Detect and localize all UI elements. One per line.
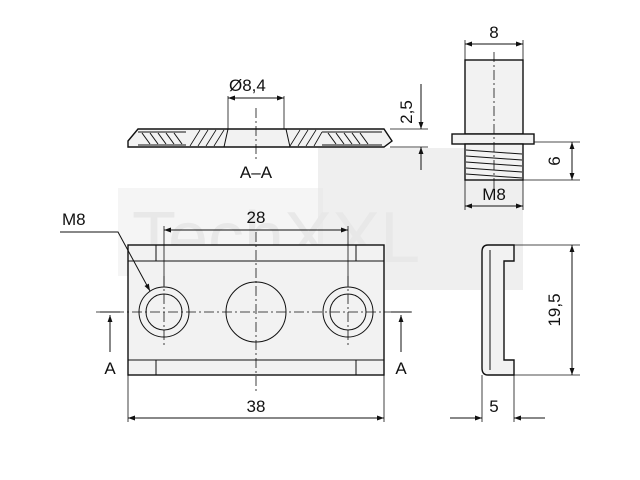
side-depth-label: 5 [489, 397, 498, 416]
thickness-label: 2,5 [397, 100, 416, 124]
section-right-pocket [322, 131, 382, 146]
cut-right-label: A [395, 359, 407, 378]
section-label: A–A [240, 163, 273, 182]
plate-corner-tl [127, 244, 157, 262]
section-left-thread [141, 132, 183, 145]
section-hatching [189, 129, 323, 147]
nut-width-label: 8 [489, 23, 498, 42]
nut-flange [451, 133, 535, 145]
section-body [127, 128, 393, 148]
hole-spacing-label: 28 [247, 208, 266, 227]
side-height-label: 19,5 [545, 293, 564, 326]
plate-corner-br [355, 359, 385, 376]
thread-front-label: M8 [62, 210, 86, 229]
section-left-pocket [138, 131, 186, 146]
overall-length-label: 38 [247, 397, 266, 416]
front-view: 28 M8 38 A A [60, 208, 414, 422]
thread-side-label: M8 [482, 185, 506, 204]
plate-corner-bl [127, 359, 157, 376]
hole-diameter-label: Ø8,4 [229, 76, 266, 95]
section-center-hole [223, 128, 291, 148]
cut-left-label: A [104, 359, 116, 378]
plate-corner-tr [355, 244, 385, 262]
section-right-thread [327, 132, 369, 145]
nut-side-view: 8 6 M8 [451, 23, 580, 210]
thread-leader [60, 231, 151, 292]
side-view: 19,5 5 [450, 244, 580, 422]
thread-length-label: 6 [545, 156, 564, 165]
section-view: Ø8,4 2,5 A–A [127, 76, 428, 182]
